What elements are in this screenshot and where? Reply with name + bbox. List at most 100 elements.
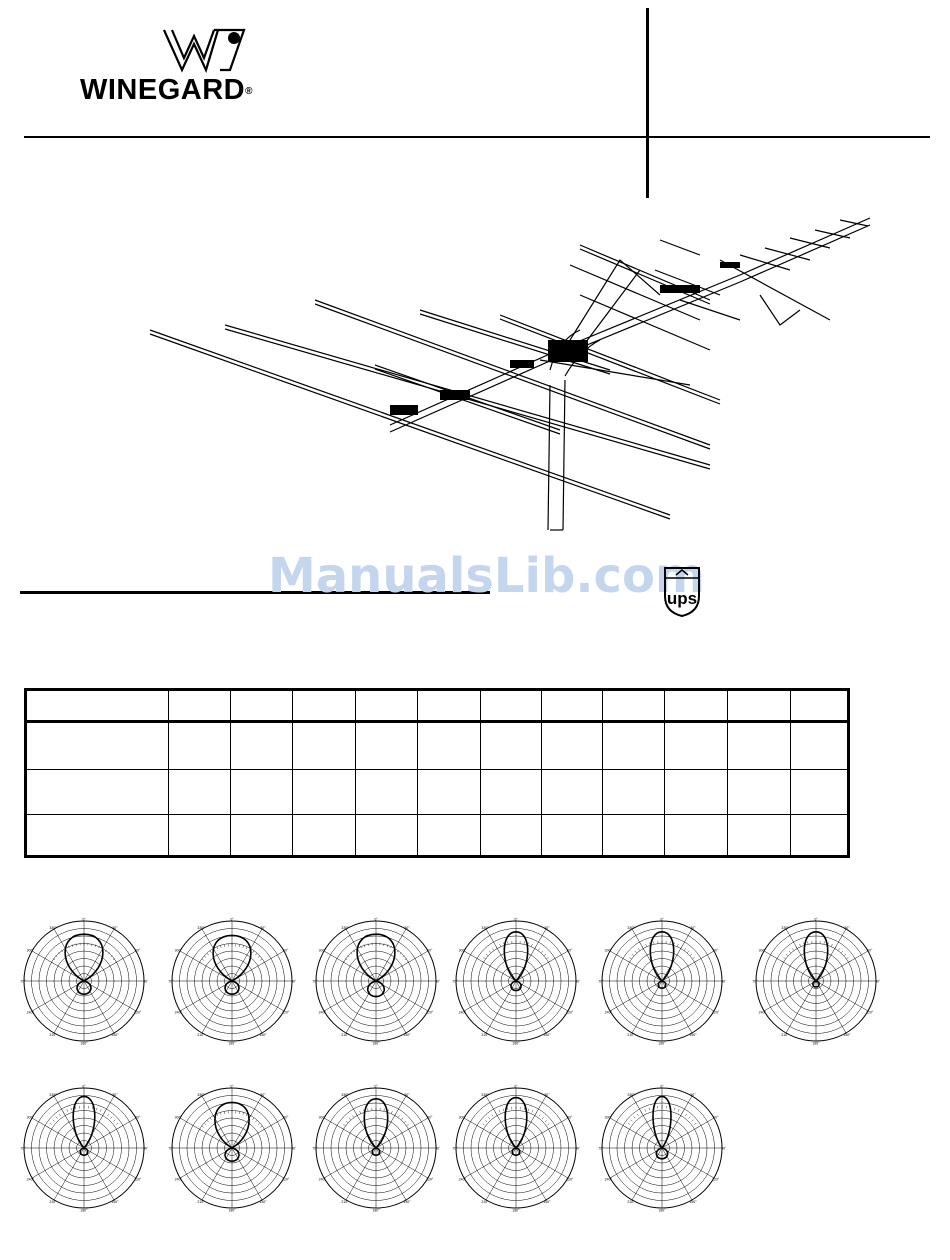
polar-tick-label: 30° bbox=[690, 1093, 696, 1097]
polar-tick-label: 270° bbox=[312, 980, 318, 984]
table-cell bbox=[479, 814, 542, 857]
polar-tick-label: 90° bbox=[575, 1147, 580, 1151]
ups-badge-icon: ups bbox=[664, 567, 700, 618]
table-cell bbox=[25, 721, 169, 770]
table-cell bbox=[664, 721, 729, 770]
polar-tick-label: 150° bbox=[543, 1033, 551, 1037]
table-row bbox=[25, 814, 850, 857]
table-cell bbox=[25, 769, 169, 815]
polar-tick-label: 120° bbox=[566, 1178, 574, 1182]
polar-minor-tick bbox=[66, 1109, 68, 1112]
polar-tick-label: 210° bbox=[481, 1033, 489, 1037]
polar-grid-spoke bbox=[201, 980, 233, 1034]
polar-minor-tick bbox=[543, 953, 547, 956]
polar-tick-label: 240° bbox=[459, 1178, 467, 1182]
polar-minor-tick bbox=[483, 957, 486, 959]
table-cell bbox=[540, 814, 604, 857]
polar-tick-label: 180° bbox=[228, 1042, 236, 1046]
polar-pattern-lobe bbox=[503, 930, 529, 992]
polar-tick-label: 120° bbox=[282, 1011, 290, 1015]
polar-minor-tick bbox=[216, 1113, 218, 1117]
polar-minor-tick bbox=[495, 945, 498, 949]
polar-tick-label: 180° bbox=[80, 1209, 88, 1213]
polar-minor-tick bbox=[673, 942, 675, 946]
polar-minor-tick bbox=[485, 953, 489, 956]
polar-minor-tick bbox=[257, 955, 260, 958]
polar-tick-label: 300° bbox=[459, 1116, 467, 1120]
polar-minor-tick bbox=[482, 1123, 485, 1126]
polar-minor-tick bbox=[531, 1110, 533, 1113]
polar-pattern-chart: 0°30°60°90°120°150°180°210°240°270°300°3… bbox=[598, 1085, 726, 1213]
polar-grid-spoke bbox=[515, 928, 547, 982]
polar-minor-tick bbox=[91, 943, 93, 946]
polar-minor-tick bbox=[780, 960, 784, 963]
polar-pattern-chart: 0°30°60°90°120°150°180°210°240°270°300°3… bbox=[20, 918, 148, 1046]
polar-tick-label: 120° bbox=[282, 1178, 290, 1182]
table-cell bbox=[229, 721, 293, 770]
polar-tick-label: 60° bbox=[135, 1116, 141, 1120]
polar-grid-spoke bbox=[463, 1147, 517, 1179]
polar-minor-tick bbox=[640, 1111, 643, 1114]
polar-minor-tick bbox=[75, 1106, 76, 1110]
table-cell bbox=[291, 769, 357, 815]
polar-minor-tick bbox=[523, 1107, 525, 1111]
polar-tick-label: 240° bbox=[175, 1011, 183, 1015]
table-cell bbox=[479, 769, 542, 815]
polar-minor-tick bbox=[684, 948, 686, 951]
polar-minor-tick bbox=[645, 944, 647, 947]
polar-tick-label: 240° bbox=[175, 1178, 183, 1182]
registered-mark: ® bbox=[245, 86, 253, 97]
polar-minor-tick bbox=[58, 952, 61, 955]
polar-minor-tick bbox=[404, 958, 408, 961]
polar-tick-label: 30° bbox=[404, 1093, 410, 1097]
polar-grid-spoke bbox=[463, 950, 517, 982]
polar-grid-spoke bbox=[31, 1147, 85, 1179]
polar-minor-tick bbox=[246, 946, 248, 950]
polar-grid-spoke bbox=[609, 1117, 663, 1149]
polar-minor-tick bbox=[348, 1117, 351, 1121]
polar-tick-label: 330° bbox=[49, 1093, 57, 1097]
polar-tick-label: 330° bbox=[197, 926, 205, 930]
polar-minor-tick bbox=[531, 944, 533, 947]
polar-tick-label: 150° bbox=[259, 1033, 267, 1037]
polar-tick-label: 210° bbox=[341, 1033, 349, 1037]
polar-tick-label: 0° bbox=[514, 1085, 518, 1089]
polar-pattern-chart: 0°30°60°90°120°150°180°210°240°270°300°3… bbox=[452, 918, 580, 1046]
polar-minor-tick bbox=[345, 1120, 349, 1123]
polar-grid-spoke bbox=[515, 1147, 547, 1201]
polar-tick-label: 210° bbox=[49, 1033, 57, 1037]
polar-grid-spoke bbox=[661, 980, 715, 1012]
polar-minor-tick bbox=[103, 1111, 106, 1114]
table-cell bbox=[664, 689, 729, 723]
table-cell bbox=[602, 814, 666, 857]
spec-table bbox=[24, 688, 850, 858]
polar-pattern-chart: 0°30°60°90°120°150°180°210°240°270°300°3… bbox=[598, 918, 726, 1046]
polar-tick-label: 330° bbox=[341, 926, 349, 930]
polar-tick-label: 180° bbox=[80, 1042, 88, 1046]
polar-minor-tick bbox=[224, 944, 225, 947]
polar-tick-label: 240° bbox=[459, 1011, 467, 1015]
polar-tick-label: 210° bbox=[197, 1033, 205, 1037]
polar-grid-spoke bbox=[83, 1147, 137, 1179]
polar-minor-tick bbox=[694, 960, 698, 963]
polar-minor-tick bbox=[204, 1122, 207, 1125]
polar-minor-tick bbox=[393, 947, 396, 951]
polar-minor-tick bbox=[848, 960, 852, 963]
polar-minor-tick bbox=[75, 943, 77, 946]
polar-grid-spoke bbox=[375, 980, 407, 1034]
polar-minor-tick bbox=[685, 1113, 688, 1116]
table-cell bbox=[602, 689, 666, 723]
polar-tick-label: 300° bbox=[459, 949, 467, 953]
polar-tick-label: 330° bbox=[341, 1093, 349, 1097]
polar-pattern-chart: 0°30°60°90°120°150°180°210°240°270°300°3… bbox=[312, 1085, 440, 1213]
polar-minor-tick bbox=[249, 1115, 251, 1118]
polar-minor-tick bbox=[783, 957, 786, 959]
polar-minor-tick bbox=[206, 953, 209, 956]
polar-minor-tick bbox=[638, 948, 640, 951]
polar-minor-tick bbox=[538, 948, 540, 951]
polar-minor-tick bbox=[696, 1126, 699, 1129]
polar-tick-label: 180° bbox=[658, 1042, 666, 1046]
polar-minor-tick bbox=[548, 960, 552, 963]
table-cell bbox=[417, 814, 481, 857]
polar-grid-spoke bbox=[231, 980, 285, 1012]
